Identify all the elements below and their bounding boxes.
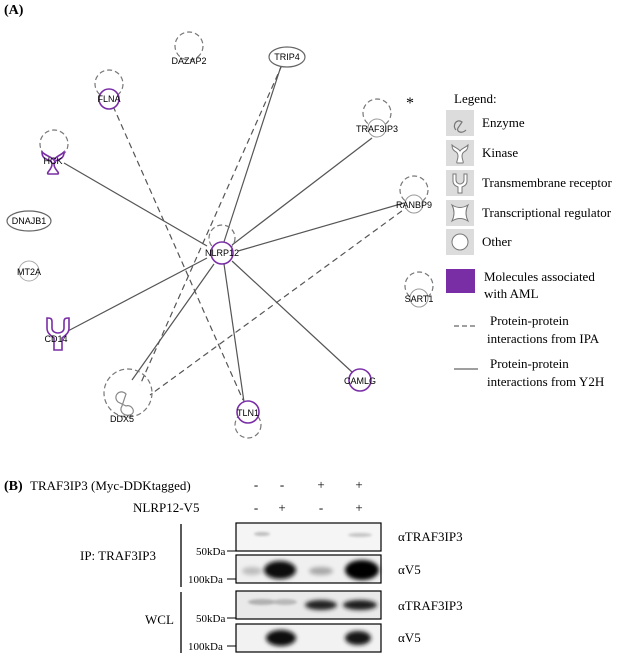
mw-50kda-ip: 50kDa <box>196 546 225 558</box>
transcriptional-regulator-icon <box>450 203 470 223</box>
kinase-icon <box>451 143 469 164</box>
enzyme-shape-ddx5 <box>115 391 134 416</box>
edge-nlrp12-ddx5 <box>131 263 215 381</box>
legend-receptor-label: Transmembrane receptor <box>482 175 613 190</box>
node-dazap2-label: DAZAP2 <box>171 56 206 66</box>
node-camlg-label: CAMLG <box>344 376 376 386</box>
blot-wcl-traf3ip3 <box>235 590 382 620</box>
node-tln1-label: TLN1 <box>237 408 259 418</box>
ip-group-label: IP: TRAF3IP3 <box>80 548 156 563</box>
sign-row1-lane2: - <box>280 477 284 492</box>
legend-aml-label-1: Molecules associated <box>484 269 595 284</box>
node-cd14-label: CD14 <box>44 334 67 344</box>
edge-flna-tln1 <box>112 105 244 401</box>
blot-ip-traf3ip3 <box>235 522 382 552</box>
node-dnajb1[interactable]: DNAJB1 <box>6 210 52 232</box>
blot4-antibody-label: αV5 <box>398 630 421 645</box>
node-mt2a-label: MT2A <box>17 267 41 277</box>
node-cd14[interactable]: CD14 <box>44 317 70 351</box>
node-flna[interactable]: FLNA <box>94 69 124 110</box>
node-dnajb1-label: DNAJB1 <box>12 216 47 226</box>
node-hck[interactable]: HCK <box>39 129 69 175</box>
edge-nlrp12-hck <box>63 162 208 247</box>
nlrp12-condition-label: NLRP12-V5 <box>133 500 199 515</box>
blot2-antibody-label: αV5 <box>398 562 421 577</box>
node-sart1[interactable]: SART1 <box>404 271 434 308</box>
legend-ipa-label-2: interactions from IPA <box>487 331 600 346</box>
node-trip4-label: TRIP4 <box>274 52 300 62</box>
sign-row2-lane1: - <box>254 500 258 515</box>
node-nlrp12-label: NLRP12 <box>205 248 239 258</box>
blot3-antibody-label: αTRAF3IP3 <box>398 598 463 613</box>
traf3ip3-condition-label: TRAF3IP3 (Myc-DDKtagged) <box>30 478 191 493</box>
mw-100kda-ip: 100kDa <box>188 574 223 586</box>
node-tln1[interactable]: TLN1 <box>234 400 262 439</box>
legend-y2h-label-2: interactions from Y2H <box>487 374 604 389</box>
other-icon <box>451 233 469 251</box>
network-edges <box>63 59 411 403</box>
legend: Legend: Enzyme Kinase Transmembrane rece… <box>446 91 613 389</box>
sign-row2-lane3: - <box>319 500 323 515</box>
enzyme-icon <box>453 120 467 133</box>
mw-50kda-wcl: 50kDa <box>196 613 225 625</box>
legend-other-label: Other <box>482 234 512 249</box>
blot-ip-v5 <box>235 554 382 584</box>
node-ranbp9-label: RANBP9 <box>396 200 432 210</box>
node-flna-label: FLNA <box>97 94 120 104</box>
panel-a-label: (A) <box>4 3 24 18</box>
node-traf3ip3[interactable]: TRAF3IP3 <box>356 98 398 138</box>
node-ddx5[interactable]: DDX5 <box>103 368 153 424</box>
node-mt2a[interactable]: MT2A <box>17 260 41 282</box>
blot1-antibody-label: αTRAF3IP3 <box>398 529 463 544</box>
node-ddx5-label: DDX5 <box>110 414 134 424</box>
wcl-group-label: WCL <box>145 612 174 627</box>
node-nlrp12[interactable]: NLRP12 <box>205 224 239 265</box>
legend-kinase-label: Kinase <box>482 145 518 160</box>
legend-ipa-label-1: Protein-protein <box>490 313 569 328</box>
lane-signs: - - + + - + - + <box>254 477 363 515</box>
sign-row1-lane1: - <box>254 477 258 492</box>
node-sart1-label: SART1 <box>405 294 434 304</box>
edge-nlrp12-traf3ip3 <box>231 137 373 246</box>
edge-nlrp12-tln1 <box>223 263 245 403</box>
edge-ranbp9-ddx5 <box>149 204 411 396</box>
sign-row1-lane4: + <box>355 477 362 492</box>
edge-trip4-ddx5 <box>139 64 283 386</box>
node-ranbp9[interactable]: RANBP9 <box>396 175 432 214</box>
transmembrane-receptor-icon <box>452 173 468 194</box>
legend-y2h-label-1: Protein-protein <box>490 356 569 371</box>
legend-regulator-label: Transcriptional regulator <box>482 205 612 220</box>
node-camlg[interactable]: CAMLG <box>344 368 376 392</box>
mw-100kda-wcl: 100kDa <box>188 641 223 653</box>
receptor-shape-cd14 <box>46 317 70 351</box>
edge-nlrp12-camlg <box>231 260 353 373</box>
edge-nlrp12-ranbp9 <box>237 202 405 252</box>
legend-aml-label-2: with AML <box>484 286 539 301</box>
edge-nlrp12-trip4 <box>221 59 284 249</box>
legend-aml-swatch <box>446 269 475 293</box>
asterisk-marker: * <box>406 95 414 112</box>
node-trip4[interactable]: TRIP4 <box>268 46 306 68</box>
node-traf3ip3-label: TRAF3IP3 <box>356 124 398 134</box>
edge-nlrp12-cd14 <box>65 257 208 333</box>
sign-row2-lane2: + <box>278 500 285 515</box>
panel-b-label: (B) <box>4 479 23 494</box>
kinase-shape-hck <box>41 150 65 175</box>
blot-wcl-v5 <box>235 623 382 653</box>
sign-row2-lane4: + <box>355 500 362 515</box>
legend-enzyme-label: Enzyme <box>482 115 525 130</box>
legend-title: Legend: <box>454 91 497 106</box>
node-dazap2[interactable]: DAZAP2 <box>171 31 207 66</box>
node-hck-label: HCK <box>43 156 62 166</box>
sign-row1-lane3: + <box>317 477 324 492</box>
